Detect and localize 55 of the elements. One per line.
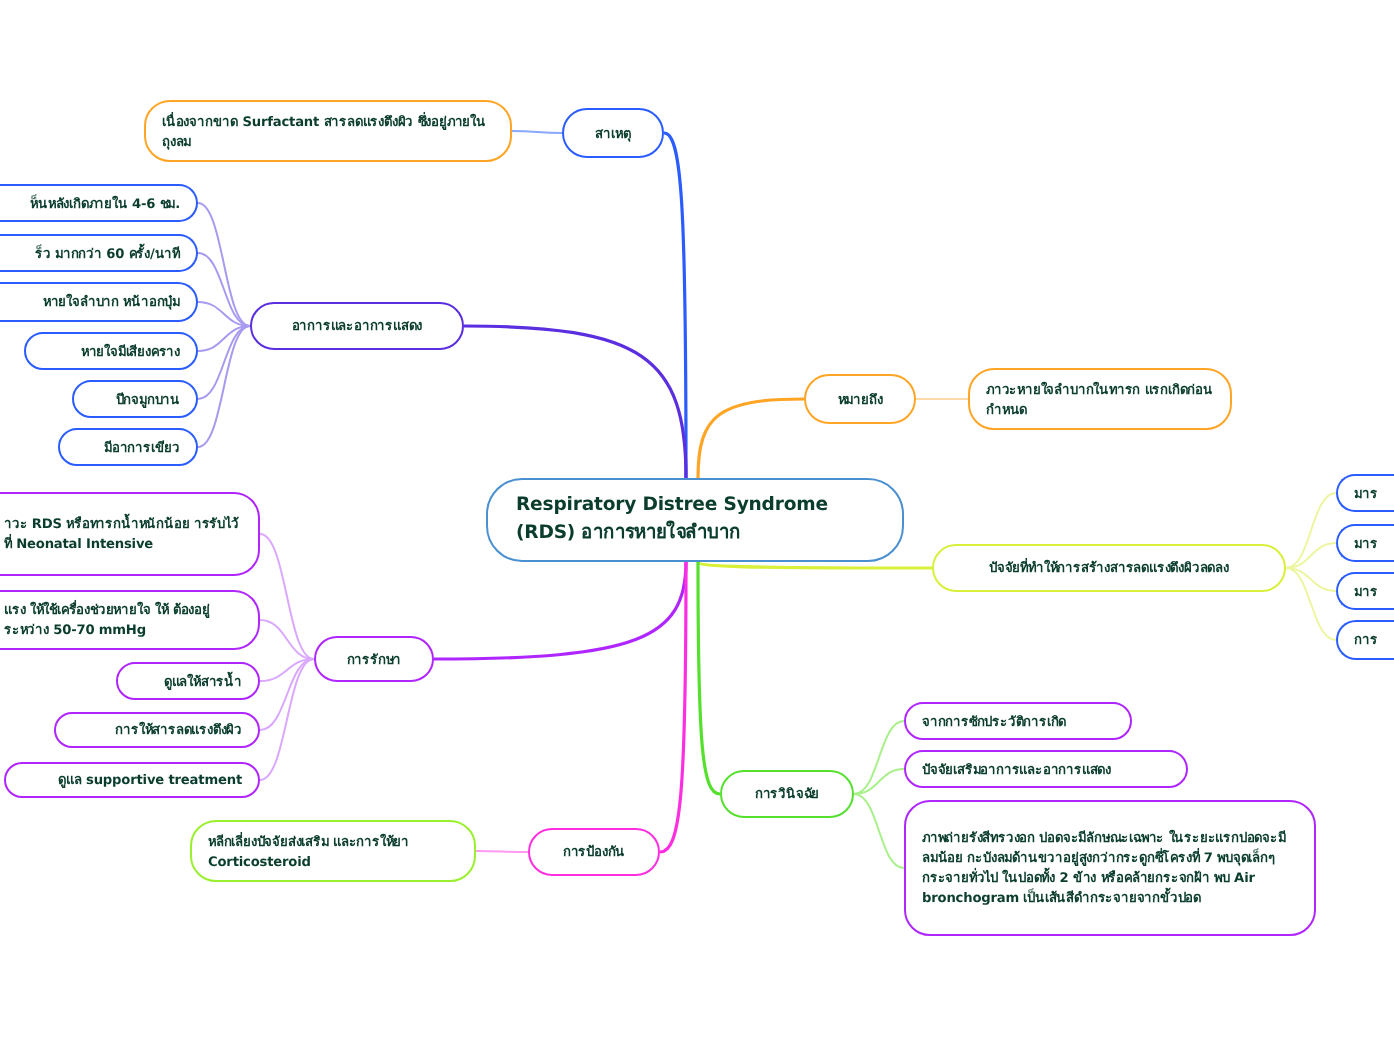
topic-box xyxy=(54,712,260,748)
topic-box xyxy=(904,702,1132,740)
topic-box xyxy=(1336,474,1394,512)
connector-line xyxy=(259,619,315,660)
central-topic-box xyxy=(486,478,904,562)
connector-line xyxy=(1285,567,1337,592)
topic-box xyxy=(314,636,434,682)
topic-box xyxy=(932,544,1286,592)
topic-box xyxy=(190,820,476,882)
topic-box xyxy=(0,590,260,650)
topic-box xyxy=(0,282,198,322)
connector-line xyxy=(1285,567,1337,641)
connector-line xyxy=(197,325,251,448)
connector-line xyxy=(659,562,688,854)
topic-box xyxy=(116,662,260,700)
connector-line xyxy=(696,397,805,479)
connector-line xyxy=(1285,542,1337,569)
topic-box xyxy=(720,770,854,818)
topic-box xyxy=(24,332,198,370)
connector-line xyxy=(259,658,315,731)
connector-line xyxy=(853,720,905,795)
topic-box xyxy=(58,428,198,466)
topic-box xyxy=(4,762,260,798)
connector-line xyxy=(259,658,315,781)
connector-line xyxy=(853,793,905,869)
connector-line xyxy=(463,324,688,479)
connector-line xyxy=(853,768,905,795)
topic-text: Respiratory Distree Syndrome (RDS) อาการหายใจลำบาก xyxy=(516,492,830,548)
connector-line xyxy=(475,850,529,853)
topic-box xyxy=(144,100,512,162)
topic-box xyxy=(904,750,1188,788)
topic-box xyxy=(528,828,660,876)
connector-line xyxy=(915,398,969,400)
connector-line xyxy=(697,560,932,570)
connector-line xyxy=(1285,492,1337,569)
topic-box xyxy=(562,108,664,158)
topic-box xyxy=(1336,572,1394,610)
connector-line xyxy=(197,325,251,400)
topic-box xyxy=(72,380,198,418)
connector-line xyxy=(696,562,721,796)
connector-line xyxy=(511,130,563,134)
topic-box xyxy=(250,302,464,350)
topic-box xyxy=(0,234,198,272)
topic-box xyxy=(804,374,916,424)
connector-line xyxy=(259,658,315,682)
connector-line xyxy=(197,252,251,327)
connector-line xyxy=(197,202,251,327)
topic-box xyxy=(1336,524,1394,562)
topic-box xyxy=(1336,620,1394,660)
topic-box xyxy=(0,184,198,222)
topic-box xyxy=(968,368,1232,430)
connector-line xyxy=(197,325,251,352)
topic-box xyxy=(0,492,260,576)
topic-box xyxy=(904,800,1316,936)
connector-line xyxy=(259,533,315,660)
